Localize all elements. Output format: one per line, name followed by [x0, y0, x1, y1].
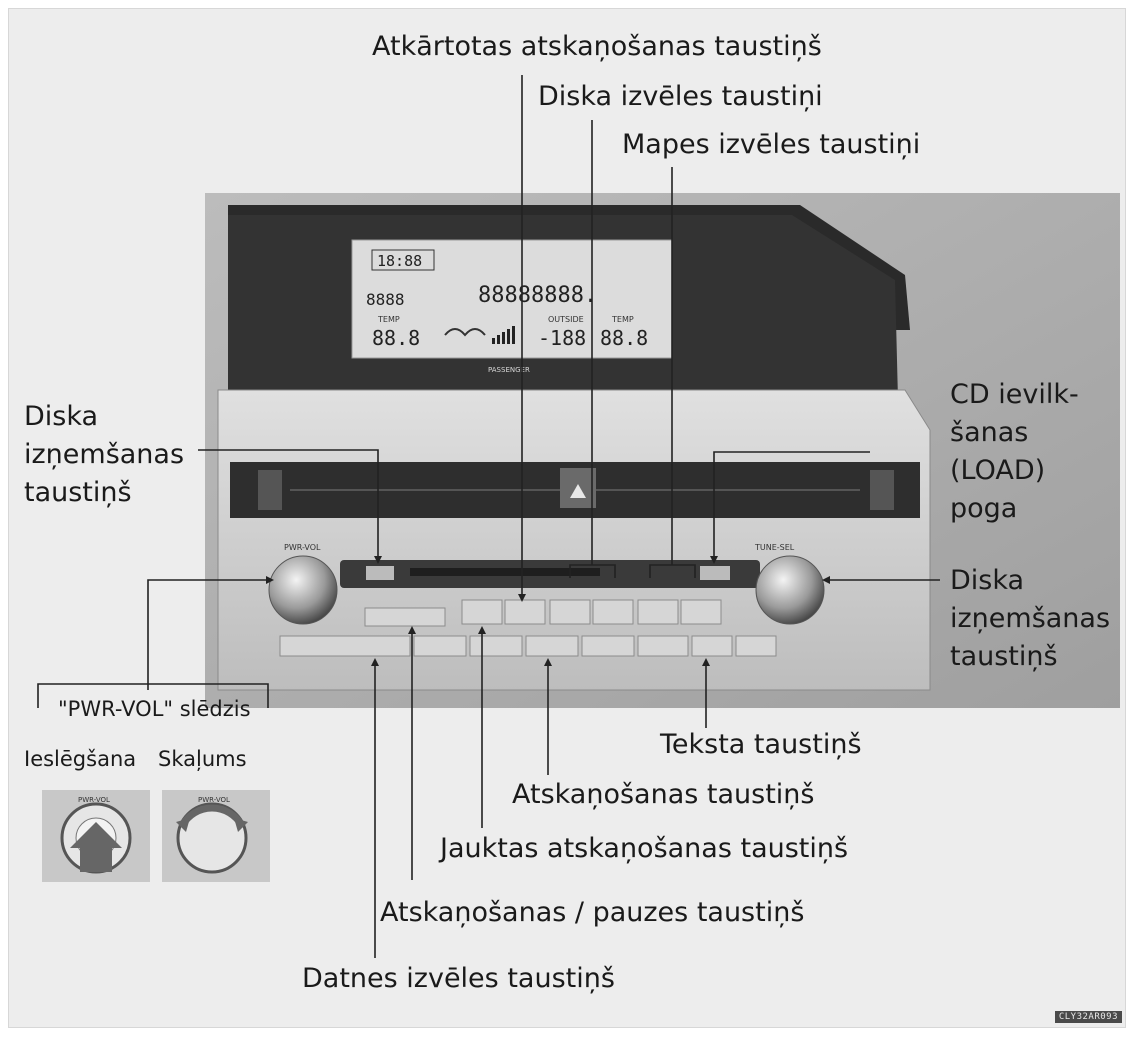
label-text-button: Teksta taustiņš	[660, 728, 862, 762]
label-scan-button: Atskaņošanas taustiņš	[512, 778, 814, 812]
label-repeat: Atkārtotas atskaņošanas taustiņš	[372, 30, 822, 64]
label-load-line4: poga	[950, 490, 1017, 528]
lcd-temp-left: 88.8	[372, 326, 420, 350]
label-disc-select: Diska izvēles taustiņi	[538, 80, 823, 114]
lcd-outside-temp: -188	[538, 326, 586, 350]
lcd-big-digits: 88888888.	[478, 283, 597, 308]
folder-up-button[interactable]	[681, 600, 721, 624]
label-play-pause: Atskaņošanas / pauzes taustiņš	[380, 896, 804, 930]
figure-code: CLY32AR093	[1055, 1011, 1122, 1023]
vent-knob-left	[258, 470, 282, 510]
scan-button[interactable]	[470, 636, 522, 656]
lcd-outside-label: OUTSIDE	[548, 315, 584, 324]
inset-left-label: PWR-VOL	[78, 796, 110, 804]
play-pause-button[interactable]	[365, 608, 445, 626]
label-eject-right-line2: izņemšanas	[950, 600, 1110, 638]
disc-up-button[interactable]	[593, 600, 633, 624]
repeat-button[interactable]	[505, 600, 545, 624]
label-file-select: Datnes izvēles taustiņš	[302, 962, 615, 996]
label-eject-right-line1: Diska	[950, 562, 1024, 600]
label-eject-left-line3: taustiņš	[24, 474, 132, 512]
inset-right-label: PWR-VOL	[198, 796, 230, 804]
lcd-temp-label-right: TEMP	[611, 315, 634, 324]
cd-slot	[410, 568, 600, 576]
file-select-button[interactable]	[280, 636, 410, 656]
aux-button[interactable]	[582, 636, 634, 656]
label-volume: Skaļums	[158, 746, 247, 772]
label-load-line1: CD ievilk-	[950, 376, 1079, 414]
radio-button[interactable]	[414, 636, 466, 656]
passenger-label: PASSENGER	[488, 366, 530, 374]
label-power-on: Ieslēgšana	[24, 746, 136, 772]
tune-sel-knob[interactable]	[756, 556, 824, 624]
disc-down-button[interactable]	[550, 600, 590, 624]
text-button[interactable]	[692, 636, 732, 656]
lcd-segments: 8888	[366, 290, 405, 309]
label-load-line3: (LOAD)	[950, 452, 1045, 490]
random-button[interactable]	[462, 600, 502, 624]
label-random-button: Jauktas atskaņošanas taustiņš	[440, 832, 848, 866]
label-folder-select: Mapes izvēles taustiņi	[622, 128, 920, 162]
lcd-temp-label-left: TEMP	[377, 315, 400, 324]
load-button[interactable]	[700, 566, 730, 580]
label-eject-left-line2: izņemšanas	[24, 436, 184, 474]
pwr-vol-knob[interactable]	[269, 556, 337, 624]
knob-right-label: TUNE-SEL	[754, 543, 795, 552]
lcd-temp-right: 88.8	[600, 326, 648, 350]
lcd-clock: 18:88	[377, 252, 422, 270]
audio-button[interactable]	[638, 636, 688, 656]
folder-down-button[interactable]	[638, 600, 678, 624]
cd-button[interactable]	[526, 636, 578, 656]
setup-button[interactable]	[736, 636, 776, 656]
label-eject-left-line1: Diska	[24, 398, 98, 436]
vent-knob-right	[870, 470, 894, 510]
eject-button[interactable]	[366, 566, 394, 580]
label-load-line2: šanas	[950, 414, 1028, 452]
label-eject-right-line3: taustiņš	[950, 638, 1058, 676]
knob-left-label: PWR-VOL	[284, 543, 321, 552]
label-pwr-vol-switch: "PWR-VOL" slēdzis	[58, 696, 251, 722]
